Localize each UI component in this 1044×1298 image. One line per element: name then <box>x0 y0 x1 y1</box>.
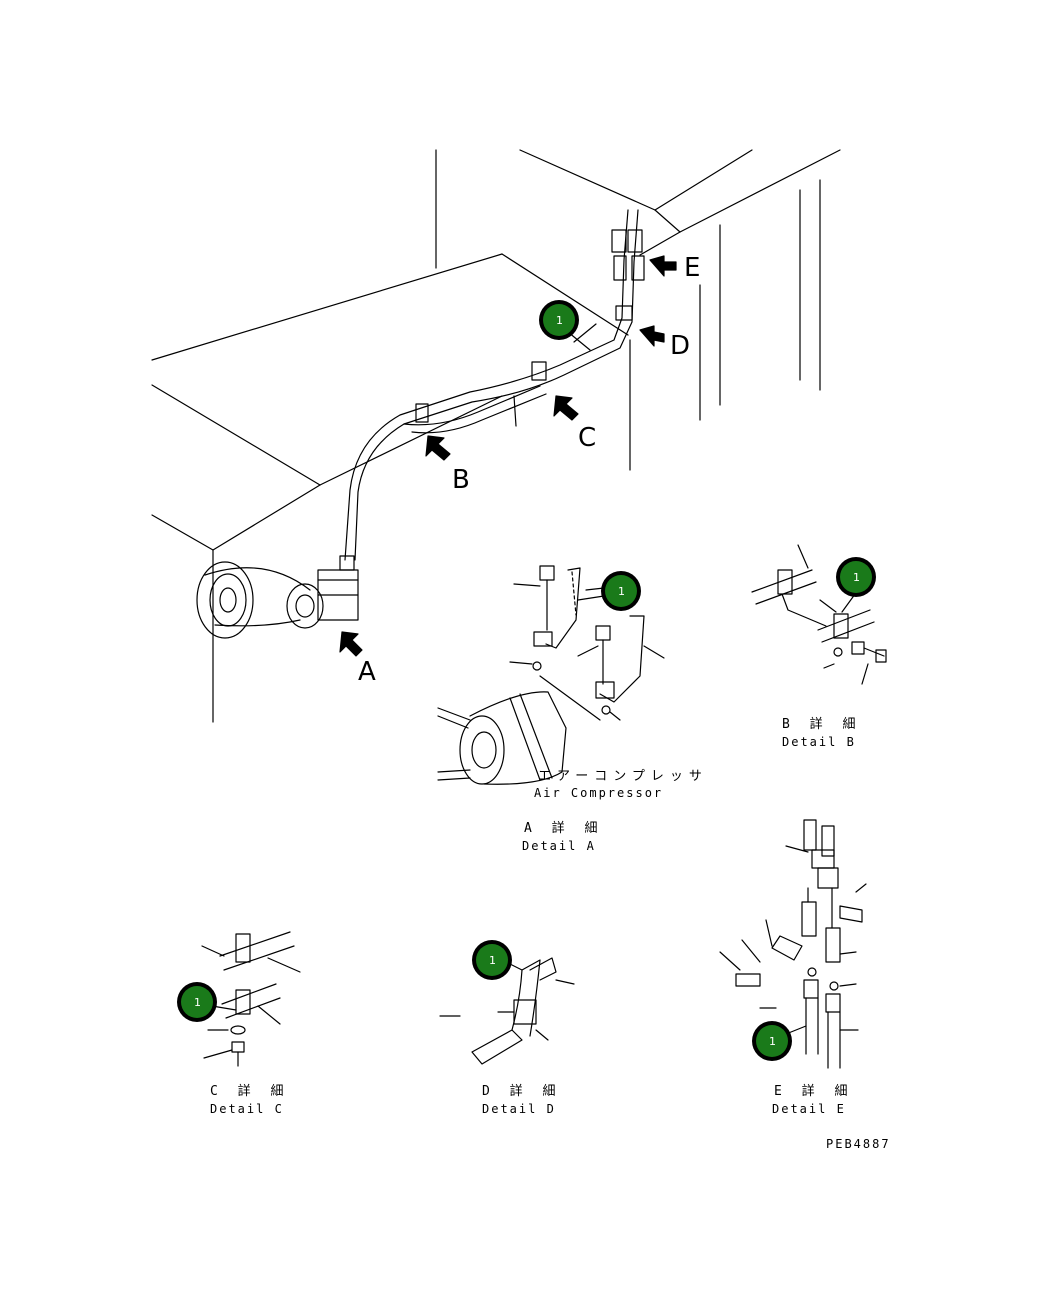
callout-1-detail-b[interactable]: 1 <box>836 557 876 597</box>
detail-a-title-en: Detail A <box>522 839 596 853</box>
callout-1-detail-e[interactable]: 1 <box>752 1021 792 1061</box>
refrigerant-hose <box>344 209 645 561</box>
view-label-e: E <box>684 253 700 283</box>
detail-b-drawing <box>751 544 887 685</box>
detail-d-title-jp: D 詳 細 <box>482 1083 561 1099</box>
detail-c-drawing <box>201 931 301 1067</box>
detail-c-title-jp: C 詳 細 <box>210 1083 289 1099</box>
view-arrow-c <box>553 395 579 421</box>
view-arrow-e <box>649 255 677 277</box>
detail-d-title-en: Detail D <box>482 1102 556 1116</box>
detail-a-drawing <box>437 565 665 785</box>
detail-d-drawing <box>439 957 575 1065</box>
detail-c-title-en: Detail C <box>210 1102 284 1116</box>
view-label-b: B <box>452 465 470 495</box>
detail-e-title-jp: E 詳 細 <box>774 1083 853 1099</box>
detail-e-title-en: Detail E <box>772 1102 846 1116</box>
callout-leaders <box>211 331 859 1035</box>
view-label-c: C <box>578 423 596 453</box>
callout-1-detail-a[interactable]: 1 <box>601 571 641 611</box>
machine-body <box>151 149 841 723</box>
view-label-d: D <box>670 331 690 361</box>
callout-1-detail-d[interactable]: 1 <box>472 940 512 980</box>
main-compressor <box>196 555 359 639</box>
drawing-number: PEB4887 <box>826 1137 891 1151</box>
callout-1-detail-c[interactable]: 1 <box>177 982 217 1022</box>
callout-1-detail-a-text: 1 <box>618 585 625 598</box>
detail-e-drawing <box>719 819 867 1069</box>
detail-b-title-en: Detail B <box>782 735 856 749</box>
view-arrow-d <box>639 325 665 347</box>
callout-1-main[interactable]: 1 <box>539 300 579 340</box>
view-arrow-a <box>339 631 363 657</box>
view-label-a: A <box>358 657 376 687</box>
view-arrow-b <box>425 435 451 461</box>
air-compressor-label-en: Air Compressor <box>534 786 663 800</box>
detail-a-title-jp: A 詳 細 <box>524 820 603 836</box>
callout-1-detail-e-text: 1 <box>769 1035 776 1048</box>
callout-1-detail-b-text: 1 <box>853 571 860 584</box>
air-compressor-label-jp: エアーコンプレッサ <box>538 769 708 784</box>
callout-1-detail-c-text: 1 <box>194 996 201 1009</box>
detail-b-title-jp: B 詳 細 <box>782 716 861 732</box>
callout-1-detail-d-text: 1 <box>489 954 496 967</box>
callout-1-main-text: 1 <box>556 314 563 327</box>
